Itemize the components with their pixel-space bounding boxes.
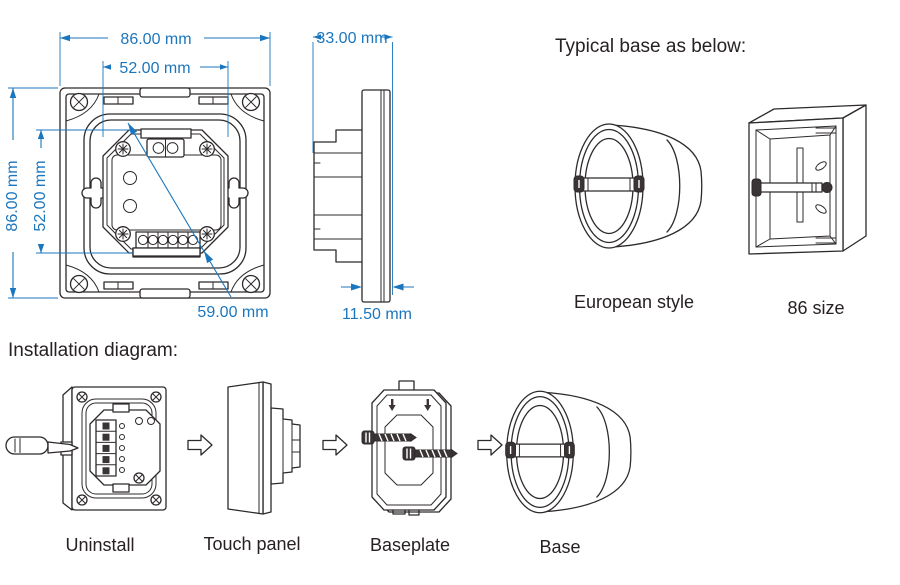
corner-screw-icon xyxy=(241,274,261,294)
plate-screw-icon xyxy=(199,141,215,157)
plate-screw-icon xyxy=(115,141,131,157)
side-view-dimensions: 33.00 mm 11.50 mm xyxy=(312,30,414,323)
dim-depth: 33.00 mm xyxy=(316,30,387,47)
step-baseplate-drawing xyxy=(361,380,458,516)
corner-screw-icon xyxy=(241,92,261,112)
step-baseplate-label: Baseplate xyxy=(370,535,450,555)
step-uninstall-drawing xyxy=(5,386,167,511)
plate-screw-icon xyxy=(199,226,215,242)
european-style-label: European style xyxy=(574,292,694,312)
dim-overall-height: 86.00 mm xyxy=(4,160,21,231)
step-arrow-icon xyxy=(187,434,213,456)
step-uninstall-label: Uninstall xyxy=(65,535,134,555)
step-touch-panel-label: Touch panel xyxy=(203,534,300,554)
screwdriver-icon xyxy=(5,436,79,455)
typical-base-heading: Typical base as below: xyxy=(555,36,746,57)
front-view-dimensions: 86.00 mm 52.00 mm 86.00 mm 52.00 mm 59.0… xyxy=(4,31,271,321)
dim-inner-width: 52.00 mm xyxy=(119,60,190,77)
installation-heading: Installation diagram: xyxy=(8,340,178,361)
size-86-label: 86 size xyxy=(787,298,844,318)
spring-clip-icon xyxy=(388,399,432,411)
step-arrow-icon xyxy=(322,434,348,456)
dim-inner-height: 52.00 mm xyxy=(32,160,49,231)
corner-screw-icon xyxy=(69,274,89,294)
step-base-label: Base xyxy=(539,537,580,557)
dim-overall-width: 86.00 mm xyxy=(120,31,191,48)
dim-diagonal: 59.00 mm xyxy=(197,304,268,321)
step-touch-panel-drawing xyxy=(227,381,301,515)
front-view-drawing xyxy=(59,87,271,299)
mounting-screw-icon xyxy=(402,446,458,461)
mounting-screw-icon xyxy=(361,430,417,445)
dim-panel-thickness: 11.50 mm xyxy=(342,306,412,323)
european-style-base-drawing xyxy=(573,123,703,249)
step-base-drawing xyxy=(505,390,632,514)
side-view-drawing xyxy=(313,89,391,303)
size-86-box-drawing xyxy=(748,104,867,255)
corner-screw-icon xyxy=(69,92,89,112)
step-arrow-icon xyxy=(477,434,503,456)
plate-screw-icon xyxy=(115,226,131,242)
